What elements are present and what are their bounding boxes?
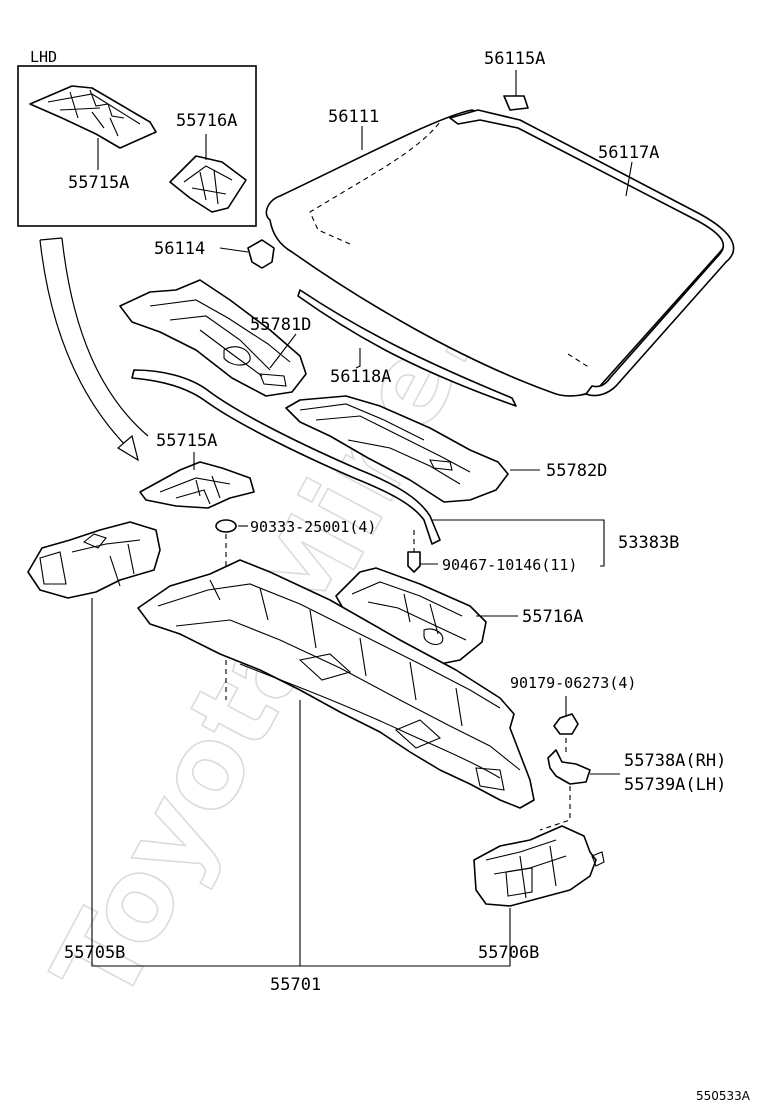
label-55738A: 55738A(RH): [624, 751, 726, 771]
label-90179-06273: 90179-06273(4): [510, 674, 636, 692]
label-56114: 56114: [154, 239, 205, 259]
clip-56115A: [503, 95, 529, 111]
seal-53383B: [131, 369, 441, 545]
cowl-top-55782D: [285, 395, 509, 503]
clip-90467: [407, 530, 421, 573]
label-56111: 56111: [328, 107, 379, 127]
nut-90179: [553, 713, 579, 756]
windshield-56111: [265, 109, 726, 397]
label-56118A: 56118A: [330, 367, 391, 387]
cowl-panel-55701: [137, 559, 535, 809]
label-55715A-inset: 55715A: [68, 173, 129, 193]
label-55739A: 55739A(LH): [624, 775, 726, 795]
label-55706B: 55706B: [478, 943, 539, 963]
label-90333-25001: 90333-25001(4): [250, 518, 376, 536]
lhd-title: LHD: [30, 48, 57, 66]
clip-56114: [247, 239, 275, 269]
label-56117A: 56117A: [598, 143, 659, 163]
inset-part-55716A: [169, 155, 247, 213]
label-56115A: 56115A: [484, 49, 545, 69]
label-55715A: 55715A: [156, 431, 217, 451]
bracket-55738A-55739A: [539, 749, 591, 831]
label-55705B: 55705B: [64, 943, 125, 963]
label-55782D: 55782D: [546, 461, 607, 481]
bracket-55705B: [27, 521, 161, 599]
lhd-inset: LHD 55715A 55716A: [17, 48, 257, 227]
label-55716A-inset: 55716A: [176, 111, 237, 131]
molding-56117A: [449, 109, 735, 397]
label-55781D: 55781D: [250, 315, 311, 335]
inset-arrow: [39, 237, 149, 462]
part-labels: 56115A 56111 56117A 56114 55781D 56118A …: [64, 49, 751, 1103]
ref-code: 550533A: [696, 1089, 751, 1103]
label-55716A: 55716A: [522, 607, 583, 627]
label-90467-10146: 90467-10146(11): [442, 556, 577, 574]
weatherstrip-56118A: [297, 289, 517, 407]
cowl-top-55781D: [119, 279, 307, 397]
leader-lines: [91, 70, 633, 967]
label-53383B: 53383B: [618, 533, 679, 553]
inset-part-55715A: [29, 85, 157, 149]
part-55715A: [139, 461, 255, 509]
bracket-55706B: [473, 825, 605, 907]
label-55701: 55701: [270, 975, 321, 995]
